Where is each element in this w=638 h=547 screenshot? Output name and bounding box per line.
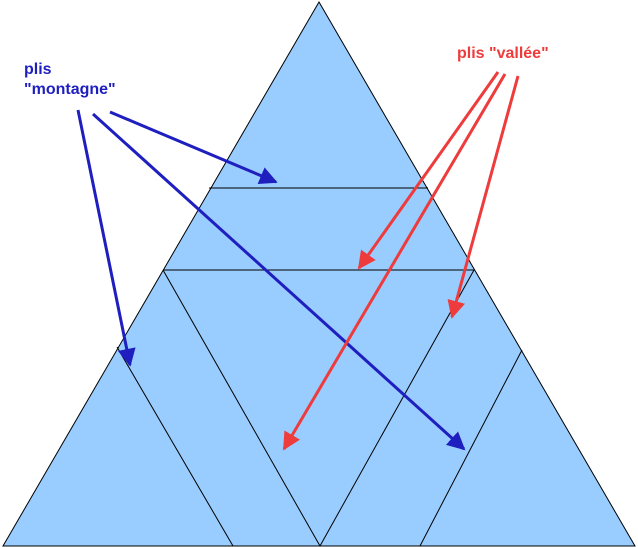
valley-arrow-3 xyxy=(447,75,520,319)
fold-line-left-down xyxy=(116,346,234,547)
fold-line-right-down xyxy=(419,349,523,547)
mountain-arrow-3 xyxy=(91,112,466,451)
mountain-fold-label-line2: "montagne" xyxy=(24,81,116,98)
mountain-arrow-2 xyxy=(76,109,136,367)
mountain-fold-label-line1: plis xyxy=(24,61,52,78)
fold-line-center-left xyxy=(162,269,321,547)
valley-arrow-2 xyxy=(282,73,507,451)
mountain-fold-label: plis "montagne" xyxy=(24,60,116,100)
mountain-arrow-1 xyxy=(109,110,278,184)
valley-arrow-1 xyxy=(357,71,500,270)
valley-fold-label-text: plis "vallée" xyxy=(457,45,549,62)
valley-fold-label: plis "vallée" xyxy=(457,44,549,64)
